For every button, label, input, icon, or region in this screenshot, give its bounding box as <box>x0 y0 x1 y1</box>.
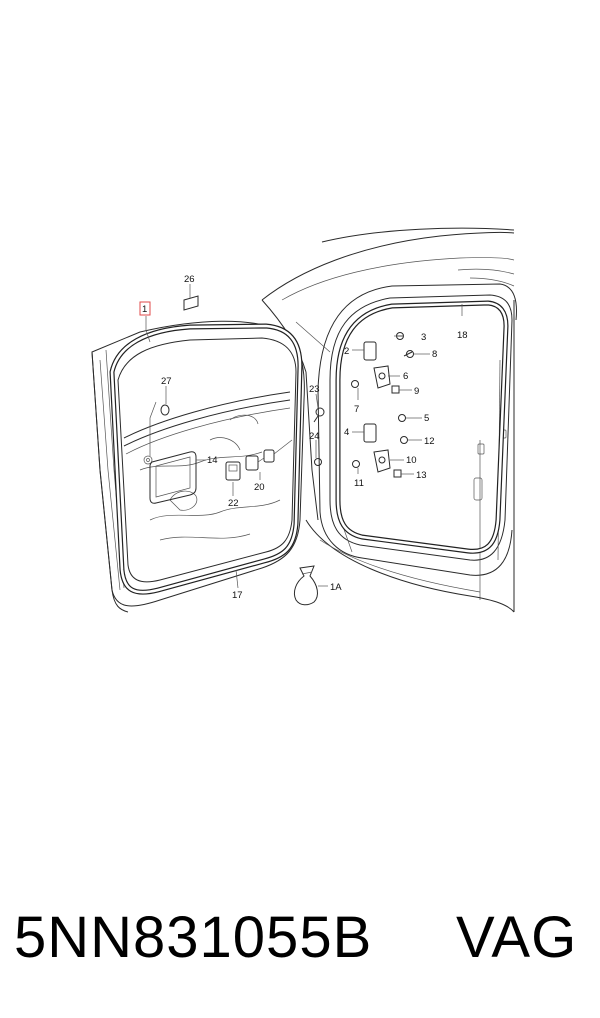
door-component-20 <box>245 439 293 471</box>
callout-20[interactable]: 20 <box>254 482 265 493</box>
callout-26[interactable]: 26 <box>184 274 195 285</box>
callout-18[interactable]: 18 <box>457 330 468 341</box>
door-panel <box>91 320 305 613</box>
bolt-24 <box>314 458 322 466</box>
callout-23[interactable]: 23 <box>309 384 320 395</box>
callout-5[interactable]: 5 <box>424 413 429 424</box>
callout-3[interactable]: 3 <box>421 332 426 343</box>
bolt-23 <box>313 407 325 423</box>
hinge-upper <box>351 332 414 394</box>
callout-4[interactable]: 4 <box>344 427 349 438</box>
callout-2[interactable]: 2 <box>344 346 349 357</box>
part-footer: 5NN831055B VAG <box>0 888 600 988</box>
callout-7[interactable]: 7 <box>354 404 359 415</box>
callout-24[interactable]: 24 <box>309 431 320 442</box>
callout-17[interactable]: 17 <box>232 590 243 601</box>
grommet-27 <box>160 404 170 416</box>
callout-14[interactable]: 14 <box>207 455 218 466</box>
callout-11[interactable]: 11 <box>354 478 364 489</box>
door-component-22 <box>225 461 241 481</box>
part-number: 5NN831055B <box>14 905 373 970</box>
callout-labels: 1 26 27 14 22 20 23 24 17 1A 18 2 3 8 6 … <box>142 274 468 601</box>
callout-1-highlight <box>139 301 151 316</box>
hinge-lower <box>352 414 408 478</box>
callout-6[interactable]: 6 <box>403 371 408 382</box>
brand-name: VAG <box>456 905 578 970</box>
body-door-seal <box>335 300 509 554</box>
door-seal <box>109 323 303 595</box>
callout-1A[interactable]: 1A <box>330 582 342 593</box>
leader-lines <box>145 284 463 589</box>
small-parts-bag-1A <box>293 565 318 606</box>
callout-8[interactable]: 8 <box>432 349 437 360</box>
callout-10[interactable]: 10 <box>406 455 417 466</box>
callout-22[interactable]: 22 <box>228 498 239 509</box>
clip-26 <box>183 295 199 311</box>
callout-12[interactable]: 12 <box>424 436 435 447</box>
callout-1[interactable]: 1 <box>142 304 147 315</box>
door-component-14 <box>149 451 197 504</box>
callout-27[interactable]: 27 <box>161 376 172 387</box>
callout-9[interactable]: 9 <box>414 386 419 397</box>
callout-13[interactable]: 13 <box>416 470 427 481</box>
